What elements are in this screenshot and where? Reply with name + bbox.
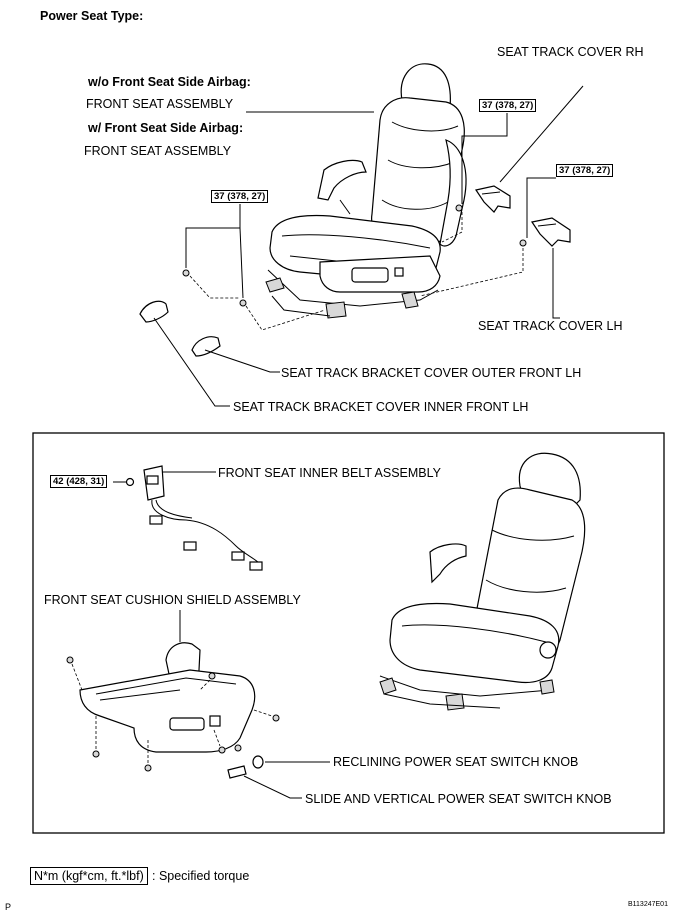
label-bracket-cover-outer: SEAT TRACK BRACKET COVER OUTER FRONT LH [281, 366, 582, 380]
label-bracket-cover-inner: SEAT TRACK BRACKET COVER INNER FRONT LH [233, 400, 529, 414]
label-seat-track-cover-lh: SEAT TRACK COVER LH [478, 319, 623, 333]
label-inner-belt: FRONT SEAT INNER BELT ASSEMBLY [218, 466, 441, 480]
bolt-icons-top [182, 204, 527, 307]
front-seat-assembly-drawing [265, 63, 467, 319]
legend-description: : Specified torque [152, 869, 250, 883]
bracket-cover-outer-drawing [191, 336, 221, 357]
torque-badge-belt: 42 (428, 31) [50, 475, 108, 488]
switch-knobs-drawing [227, 755, 264, 779]
label-seat-track-cover-rh: SEAT TRACK COVER RH [497, 45, 644, 59]
leader-lines-top [153, 85, 584, 407]
cushion-shield-drawing [79, 642, 256, 753]
torque-badge-rh: 37 (378, 27) [479, 99, 537, 112]
label-front-seat-assembly-2: FRONT SEAT ASSEMBLY [84, 144, 232, 158]
label-wo-airbag: w/o Front Seat Side Airbag: [88, 75, 251, 89]
legend-torque-unit: N*m (kgf*cm, ft.*lbf) [30, 867, 148, 885]
section-title: Power Seat Type: [40, 9, 144, 23]
torque-badge-front: 37 (378, 27) [211, 190, 269, 203]
label-front-seat-assembly-1: FRONT SEAT ASSEMBLY [86, 97, 234, 111]
label-reclining-knob: RECLINING POWER SEAT SWITCH KNOB [333, 755, 579, 769]
bolt-icons-bottom [66, 656, 280, 772]
torque-badge-lh: 37 (378, 27) [556, 164, 614, 177]
seat-track-cover-rh-drawing [475, 185, 511, 213]
seat-track-cover-lh-drawing [531, 217, 571, 247]
detail-frame [32, 432, 665, 834]
leader-lines-bottom [71, 610, 330, 799]
front-seat-side-view-drawing [379, 452, 586, 711]
bracket-cover-inner-drawing [139, 300, 169, 323]
footer-left-mark: P [5, 902, 12, 912]
label-w-airbag: w/ Front Seat Side Airbag: [88, 121, 244, 135]
figure-code: B113247E01 [628, 901, 668, 908]
inner-belt-drawing [113, 465, 263, 571]
label-cushion-shield: FRONT SEAT CUSHION SHIELD ASSEMBLY [44, 593, 301, 607]
label-slide-vertical-knob: SLIDE AND VERTICAL POWER SEAT SWITCH KNO… [305, 792, 612, 806]
